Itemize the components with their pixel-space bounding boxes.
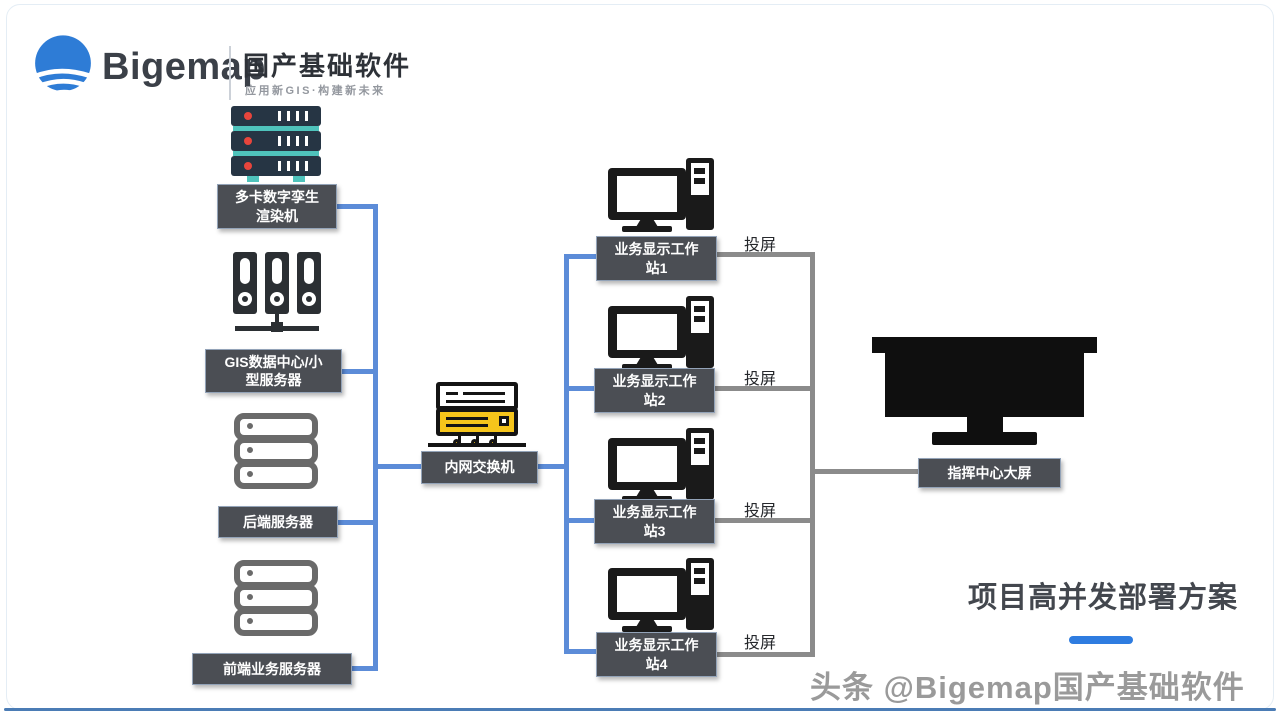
cast-line-bigscreen <box>810 469 920 474</box>
node-label-workstation-3: 业务显示工作 站3 <box>594 499 715 544</box>
server-rack-icon <box>231 106 321 182</box>
connector-stub-gis <box>340 369 378 374</box>
workstation-icon <box>606 296 714 370</box>
connector-stub-frontend <box>350 666 378 671</box>
node-label-switch: 内网交换机 <box>421 451 538 484</box>
cast-line-ws2 <box>714 386 813 391</box>
network-switch-icon <box>428 382 526 450</box>
server-stack-icon <box>234 413 318 489</box>
connector-switch-right <box>537 464 568 469</box>
node-label-frontend-server: 前端业务服务器 <box>192 653 352 685</box>
tower-servers-icon <box>233 252 321 344</box>
workstation-icon <box>606 428 714 502</box>
connector-stub-ws1 <box>564 254 598 259</box>
cast-line-ws4 <box>712 652 813 657</box>
node-label-backend-server: 后端服务器 <box>218 506 338 538</box>
brand-title: 国产基础软件 <box>243 51 412 81</box>
cast-line-ws3 <box>714 518 813 523</box>
node-label-workstation-2: 业务显示工作 站2 <box>594 368 715 413</box>
cast-label-1: 投屏 <box>744 237 777 254</box>
brand-subtitle: 应用新GIS·构建新未来 <box>245 85 386 97</box>
header-divider <box>229 46 231 100</box>
workstation-icon <box>606 558 714 632</box>
large-display-icon <box>872 337 1097 445</box>
connector-stub-ws2 <box>564 386 596 391</box>
bigemap-globe-icon <box>32 35 91 98</box>
node-label-workstation-1: 业务显示工作 站1 <box>596 236 717 281</box>
page-bottom-border <box>4 708 1276 711</box>
cast-label-3: 投屏 <box>744 503 777 520</box>
node-label-gis-server: GIS数据中心/小 型服务器 <box>205 349 342 393</box>
diagram-title: 项目高并发部署方案 <box>967 582 1238 614</box>
connector-switch-left <box>376 464 422 469</box>
title-underline <box>1069 636 1133 644</box>
connector-stub-rendering <box>337 204 378 209</box>
cast-trunk <box>810 252 815 657</box>
node-label-rendering-machine: 多卡数字孪生 渲染机 <box>217 184 337 229</box>
connector-stub-backend <box>337 520 378 525</box>
connector-stub-ws4 <box>564 649 598 654</box>
server-stack-icon <box>234 560 318 636</box>
node-label-workstation-4: 业务显示工作 站4 <box>596 632 717 677</box>
connector-right-trunk <box>564 254 569 654</box>
brand-name: Bigemap <box>102 46 266 88</box>
workstation-icon <box>606 158 714 232</box>
connector-left-trunk <box>373 204 378 671</box>
cast-label-4: 投屏 <box>744 635 777 652</box>
cast-label-2: 投屏 <box>744 371 777 388</box>
node-label-big-screen: 指挥中心大屏 <box>918 458 1061 488</box>
connector-stub-ws3 <box>564 518 596 523</box>
cast-line-ws1 <box>716 252 813 257</box>
watermark-text: 头条 @Bigemap国产基础软件 <box>810 670 1245 705</box>
